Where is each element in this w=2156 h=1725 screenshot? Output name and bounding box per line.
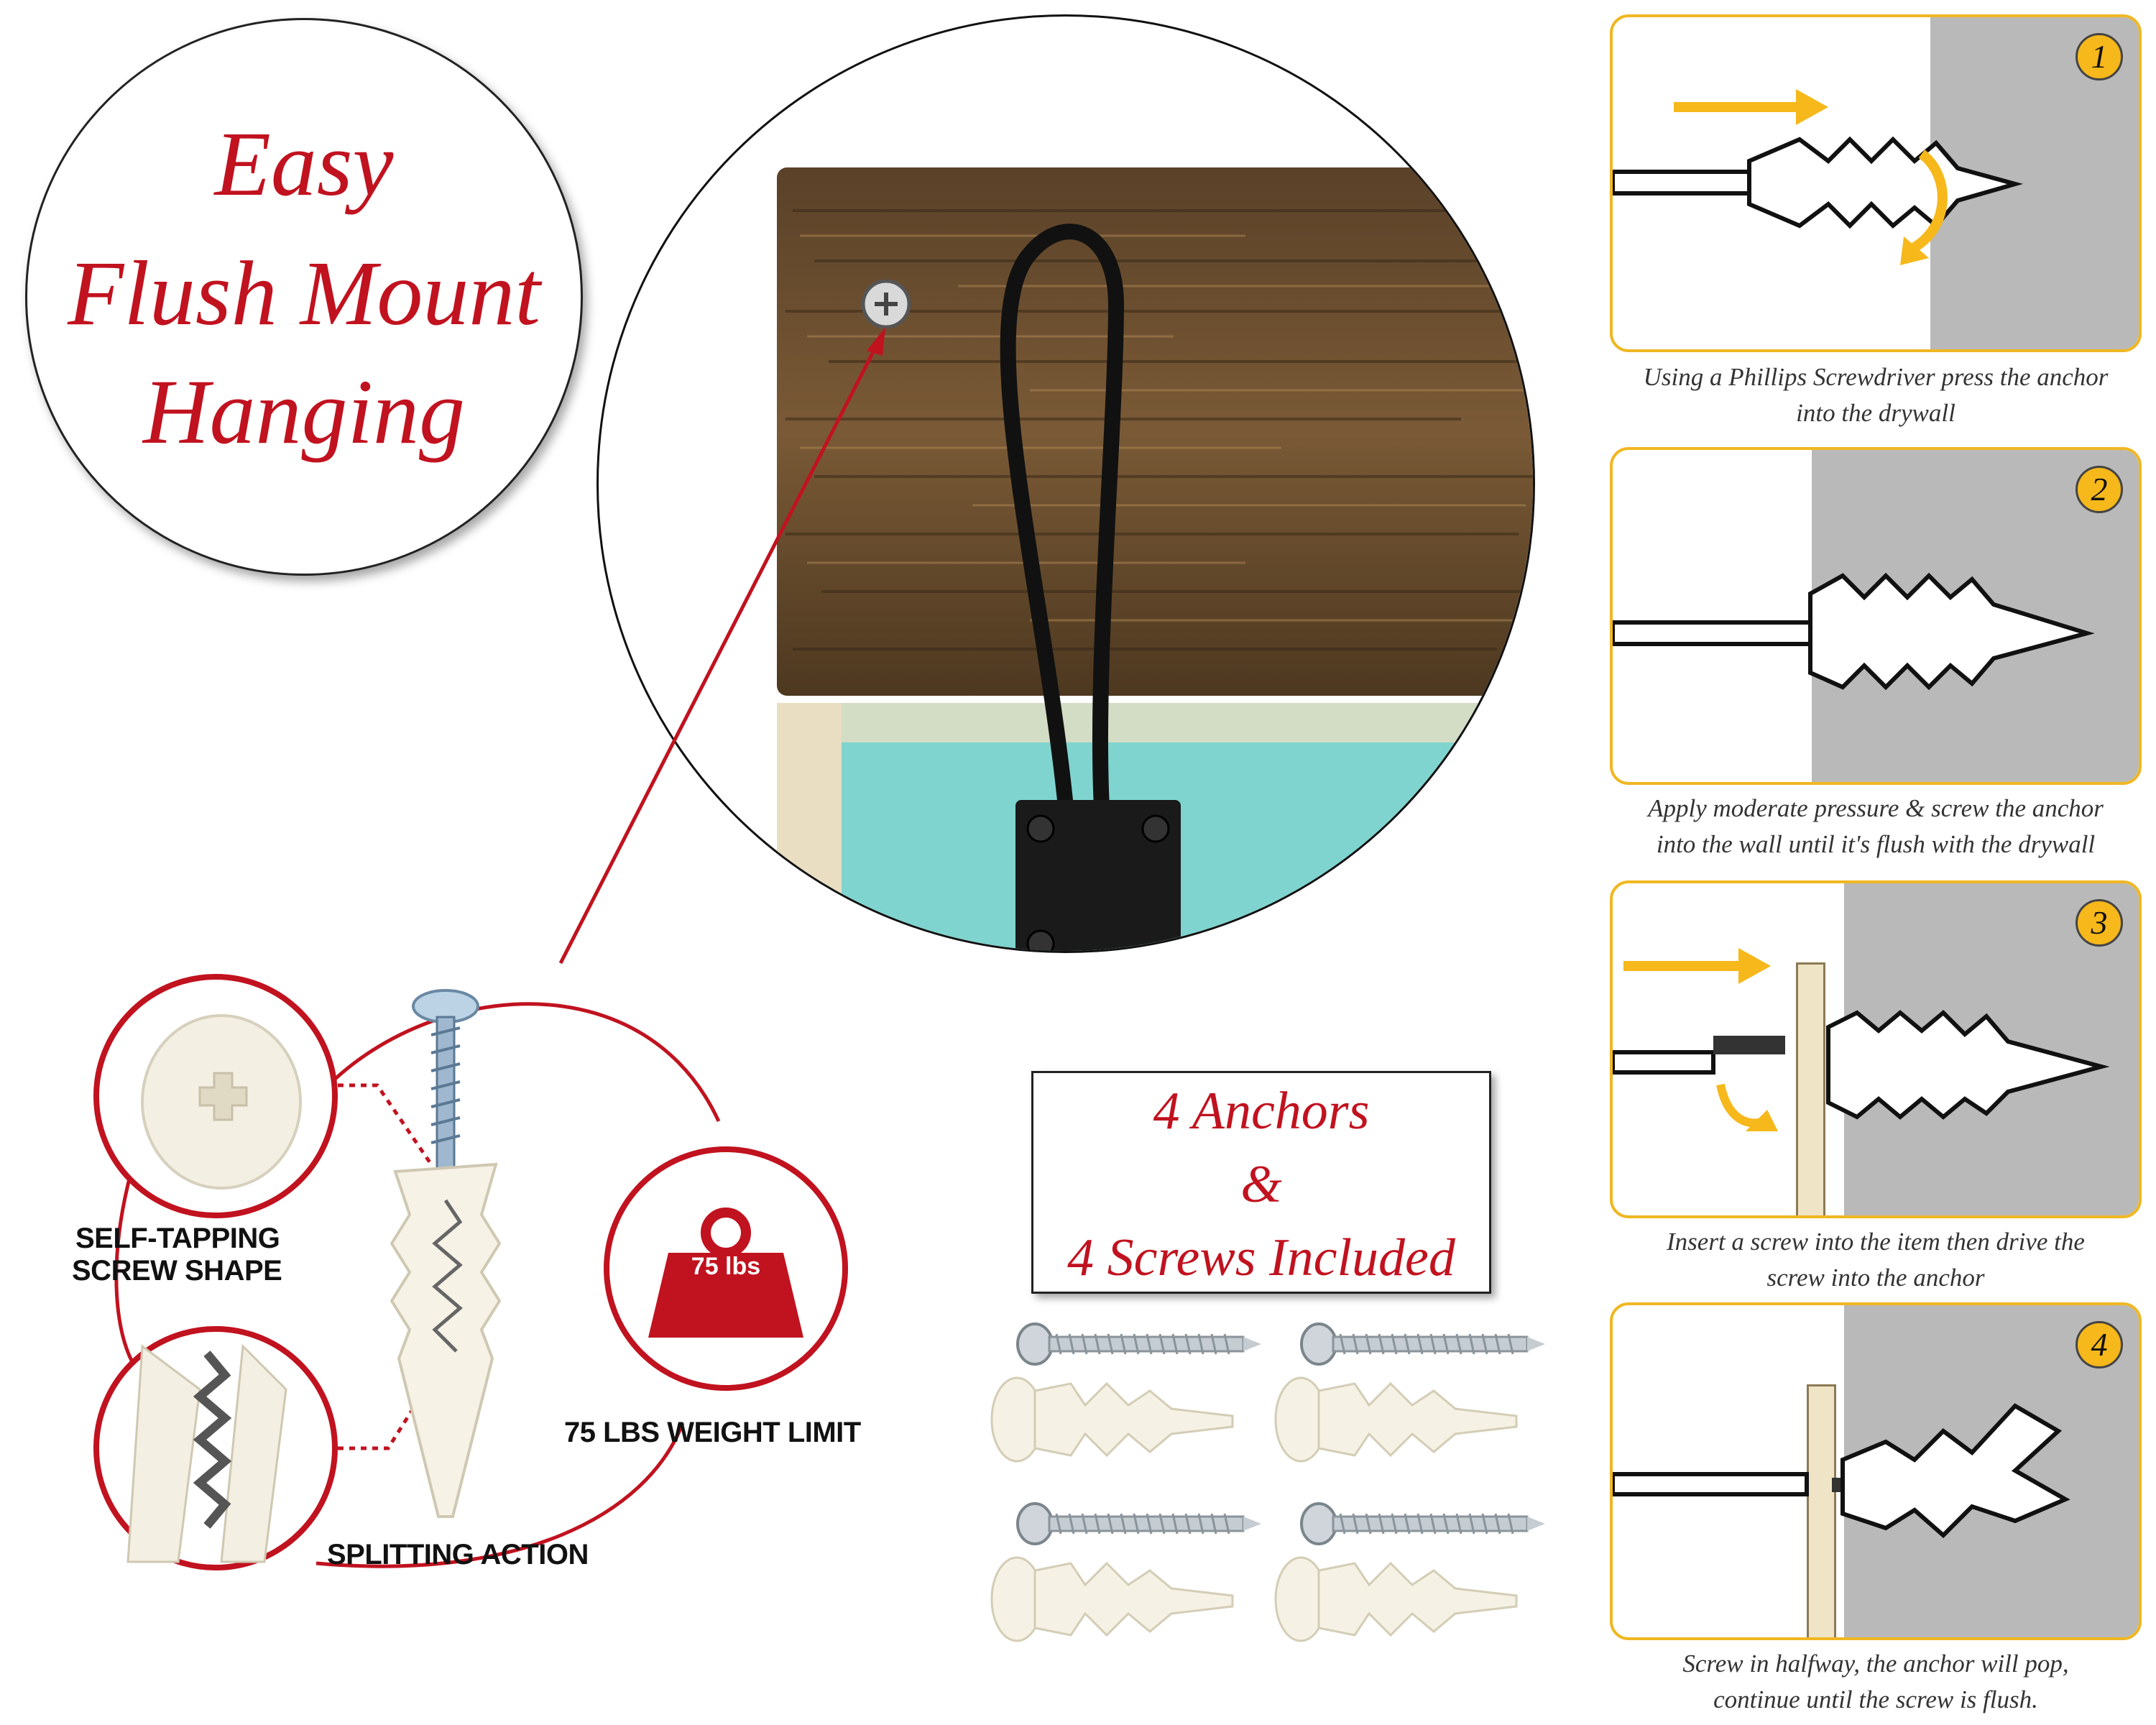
self-tapping-label-2: SCREW SHAPE bbox=[72, 1255, 282, 1287]
title-line-1: Easy bbox=[214, 113, 394, 215]
step-2-caption-line-2: into the wall until it's flush with the … bbox=[1656, 830, 2096, 858]
step-1-caption: Using a Phillips Screwdriver press the a… bbox=[1603, 359, 2149, 431]
step-3-drawing bbox=[1613, 948, 2110, 1131]
anchor-head-icon bbox=[141, 1014, 302, 1190]
wire-hook bbox=[1000, 224, 1125, 809]
step-3-panel: 3 bbox=[1610, 880, 2142, 1218]
title-circle: Easy Flush Mount Hanging bbox=[25, 18, 583, 576]
step-3-number: 3 bbox=[2076, 899, 2123, 947]
step-1-number: 1 bbox=[2076, 33, 2123, 80]
step-3-caption: Insert a screw into the item then drive … bbox=[1603, 1224, 2149, 1296]
step-4-caption: Screw in halfway, the anchor will pop, c… bbox=[1603, 1646, 2149, 1718]
self-tapping-zoom-circle bbox=[93, 974, 338, 1218]
step-1-panel: 1 bbox=[1610, 14, 2142, 352]
step-2-caption-line-1: Apply moderate pressure & screw the anch… bbox=[1648, 794, 2104, 822]
weight-icon bbox=[648, 1208, 803, 1338]
step-3-caption-line-1: Insert a screw into the item then drive … bbox=[1667, 1228, 2085, 1256]
anchor-with-screw-icon bbox=[390, 989, 502, 1518]
item-board bbox=[1796, 962, 1825, 1215]
step-4-caption-line-1: Screw in halfway, the anchor will pop, bbox=[1682, 1650, 2069, 1678]
step-4-drawing bbox=[1613, 1403, 2070, 1539]
included-line-1: 4 Anchors bbox=[1153, 1082, 1370, 1141]
step-1-caption-line-2: into the drywall bbox=[1796, 399, 1955, 427]
included-line-2: & bbox=[1240, 1155, 1282, 1214]
hardware-grid bbox=[990, 1322, 1547, 1642]
title-line-2: Flush Mount bbox=[68, 242, 540, 344]
weight-badge-text: 75 lbs bbox=[691, 1253, 761, 1280]
splitting-zoom-circle bbox=[93, 1326, 338, 1570]
self-tapping-label-1: SELF-TAPPING bbox=[75, 1223, 280, 1254]
weight-limit-circle: 75 lbs bbox=[604, 1146, 848, 1391]
title-line-3: Hanging bbox=[143, 361, 465, 463]
step-2-panel: 2 bbox=[1610, 447, 2142, 785]
splitting-anchor-icon bbox=[126, 1343, 287, 1563]
step-3-caption-line-2: screw into the anchor bbox=[1766, 1264, 1985, 1292]
step-4-panel: 4 bbox=[1610, 1302, 2142, 1640]
step-2-number: 2 bbox=[2076, 466, 2123, 513]
step-2-caption: Apply moderate pressure & screw the anch… bbox=[1603, 791, 2149, 862]
step-1-caption-line-1: Using a Phillips Screwdriver press the a… bbox=[1643, 363, 2109, 391]
splitting-label: SPLITTING ACTION bbox=[327, 1539, 589, 1570]
weight-limit-label: 75 LBS WEIGHT LIMIT bbox=[564, 1417, 861, 1448]
included-line-3: 4 Screws Included bbox=[1067, 1228, 1455, 1287]
item-board bbox=[1807, 1384, 1836, 1637]
hook-bracket bbox=[1015, 800, 1181, 951]
step-1-drawing bbox=[1613, 89, 2024, 265]
step-4-number: 4 bbox=[2076, 1321, 2123, 1368]
included-box: 4 Anchors & 4 Screws Included bbox=[1031, 1071, 1491, 1294]
step-4-caption-line-2: continue until the screw is flush. bbox=[1713, 1685, 2038, 1714]
step-2-drawing bbox=[1613, 572, 2095, 691]
